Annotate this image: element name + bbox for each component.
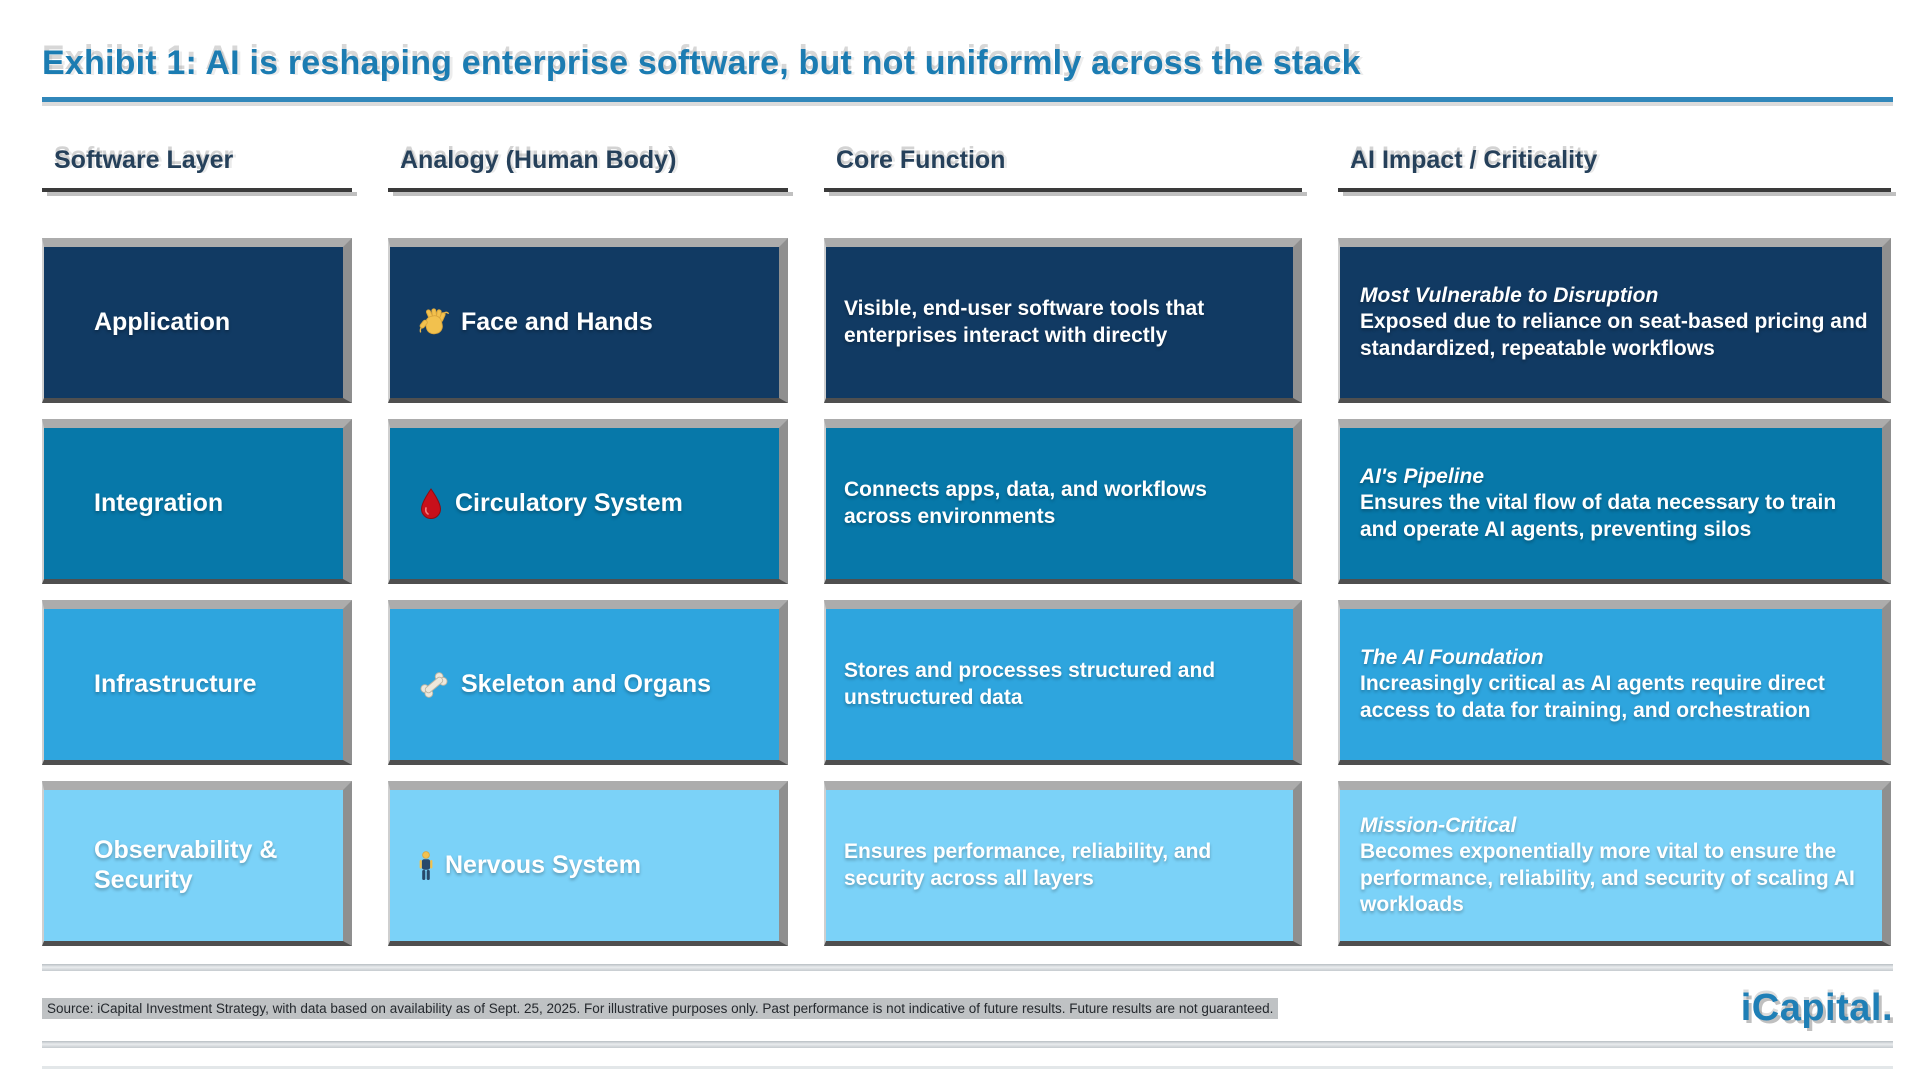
ai-impact-title: AI's Pipeline [1360, 465, 1485, 489]
table-row-infrastructure: Infrastructure Skeleton and Organs [42, 600, 1893, 765]
footer-divider-bottom [42, 1041, 1893, 1048]
footer-faint-line [42, 1066, 1893, 1069]
analogy-label: Face and Hands [461, 308, 653, 336]
column-header-label: AI Impact / Criticality [1350, 146, 1598, 174]
column-header-underline [388, 188, 788, 192]
title-underline [42, 97, 1893, 102]
core-function-text: Visible, end-user software tools that en… [844, 297, 1205, 347]
column-header-label: Software Layer [54, 146, 234, 174]
analogy-cell: Face and Hands [388, 238, 788, 403]
core-function-cell: Ensures performance, reliability, and se… [824, 781, 1302, 946]
table-row-observability-security: Observability & Security Nervous System [42, 781, 1893, 946]
layer-cell: Integration [42, 419, 352, 584]
footer-divider-top [42, 964, 1893, 971]
core-function-cell: Visible, end-user software tools that en… [824, 238, 1302, 403]
analogy-cell: Nervous System [388, 781, 788, 946]
ai-impact-body: Increasingly critical as AI agents requi… [1360, 672, 1825, 722]
core-function-text: Stores and processes structured and unst… [844, 659, 1216, 709]
icapital-logo-text: iCapital [1740, 986, 1882, 1029]
analogy-label: Nervous System [445, 851, 641, 879]
icapital-logo-dot: . [1881, 986, 1893, 1029]
ai-impact-cell: Most Vulnerable to Disruption Exposed du… [1338, 238, 1891, 403]
ai-impact-text: Mission-Critical Becomes exponentially m… [1360, 813, 1868, 917]
ai-impact-text: The AI Foundation Increasingly critical … [1360, 645, 1868, 723]
footer: Source: iCapital Investment Strategy, wi… [42, 979, 1893, 1037]
column-header-label: Analogy (Human Body) [400, 146, 677, 174]
table-row-integration: Integration Circulatory System Connects … [42, 419, 1893, 584]
table-body: Application [42, 238, 1893, 946]
ai-impact-title: Mission-Critical [1360, 814, 1517, 838]
ai-impact-body: Becomes exponentially more vital to ensu… [1360, 840, 1855, 916]
analogy-cell: Circulatory System [388, 419, 788, 584]
layer-label: Integration [94, 488, 224, 517]
ai-impact-body: Exposed due to reliance on seat-based pr… [1360, 310, 1868, 360]
ai-impact-text: Most Vulnerable to Disruption Exposed du… [1360, 283, 1868, 361]
page-title: Exhibit 1: AI is reshaping enterprise so… [42, 44, 1361, 82]
column-header-underline [1338, 188, 1891, 192]
layer-label: Infrastructure [94, 669, 257, 698]
layer-cell: Observability & Security [42, 781, 352, 946]
core-function-text: Ensures performance, reliability, and se… [844, 840, 1212, 890]
column-header-underline [824, 188, 1302, 192]
source-note-text: Source: iCapital Investment Strategy, wi… [42, 997, 1279, 1019]
column-header-software-layer: Software Layer [42, 146, 352, 192]
column-header-ai-impact: AI Impact / Criticality [1338, 146, 1891, 192]
core-function-cell: Stores and processes structured and unst… [824, 600, 1302, 765]
source-note: Source: iCapital Investment Strategy, wi… [42, 997, 1279, 1019]
column-header-underline [42, 188, 352, 192]
core-function-cell: Connects apps, data, and workflows acros… [824, 419, 1302, 584]
ai-impact-title: The AI Foundation [1360, 646, 1544, 670]
waving-hand-icon [418, 307, 450, 339]
table-row-application: Application [42, 238, 1893, 403]
layer-cell: Application [42, 238, 352, 403]
ai-impact-cell: AI's Pipeline Ensures the vital flow of … [1338, 419, 1891, 584]
analogy-label: Skeleton and Organs [461, 670, 712, 698]
layer-label: Application [94, 307, 231, 336]
column-header-core-function: Core Function [824, 146, 1302, 192]
bone-icon [418, 669, 450, 701]
table-header-row: Software Layer Analogy (Human Body) Core… [42, 146, 1893, 192]
ai-impact-cell: Mission-Critical Becomes exponentially m… [1338, 781, 1891, 946]
blood-drop-icon [418, 487, 444, 520]
icapital-logo: iCapital. [1741, 987, 1893, 1030]
ai-impact-text: AI's Pipeline Ensures the vital flow of … [1360, 464, 1868, 542]
layer-cell: Infrastructure [42, 600, 352, 765]
layer-label: Observability & Security [94, 836, 278, 894]
person-standing-icon [418, 850, 434, 881]
analogy-label: Circulatory System [455, 489, 683, 517]
ai-impact-body: Ensures the vital flow of data necessary… [1360, 491, 1837, 541]
ai-impact-cell: The AI Foundation Increasingly critical … [1338, 600, 1891, 765]
column-header-analogy: Analogy (Human Body) [388, 146, 788, 192]
ai-impact-title: Most Vulnerable to Disruption [1360, 284, 1659, 308]
analogy-cell: Skeleton and Organs [388, 600, 788, 765]
core-function-text: Connects apps, data, and workflows acros… [844, 478, 1207, 528]
column-header-label: Core Function [836, 146, 1006, 174]
